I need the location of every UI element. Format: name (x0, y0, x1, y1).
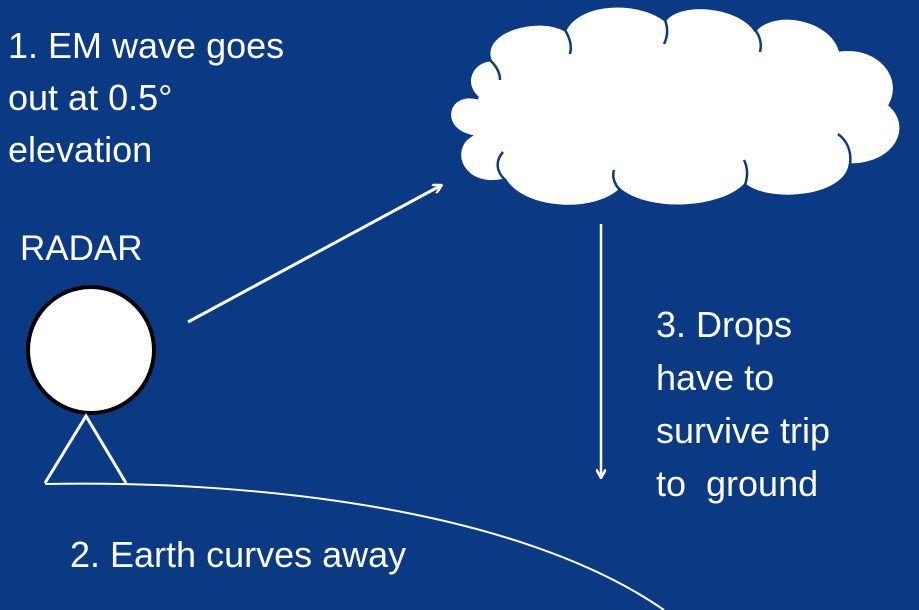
cloud-crease-3 (742, 159, 749, 186)
step2-label: 2. Earth curves away (70, 534, 407, 575)
radar-label: RADAR (20, 229, 143, 268)
cloud-crease-7 (754, 29, 763, 53)
cloud-crease-8 (489, 59, 502, 81)
beam-arrow (187, 186, 440, 324)
radar-stand-triangle (43, 413, 128, 484)
step1-label: 1. EM wave goes out at 0.5° elevation (8, 20, 284, 176)
cloud-crease-4 (837, 133, 852, 166)
step1-line-3: elevation (8, 129, 153, 170)
step3-line-4: to ground (656, 463, 819, 504)
radar-dish-circle (26, 285, 156, 415)
earth-curve (44, 482, 665, 610)
cloud-crease-5 (563, 29, 573, 55)
step1-line-2: out at 0.5° (8, 77, 173, 118)
cloud-shape (448, 4, 903, 208)
cloud-crease-6 (662, 19, 669, 45)
cloud-crease-1 (496, 151, 506, 181)
step3-label: 3. Drops have to survive trip to ground (656, 298, 830, 510)
step3-line-3: survive trip (656, 410, 831, 451)
cloud-crease-2 (612, 169, 621, 191)
step1-line-1: 1. EM wave goes (8, 25, 285, 66)
step3-line-2: have to (656, 357, 775, 398)
step3-line-1: 3. Drops (656, 304, 793, 345)
